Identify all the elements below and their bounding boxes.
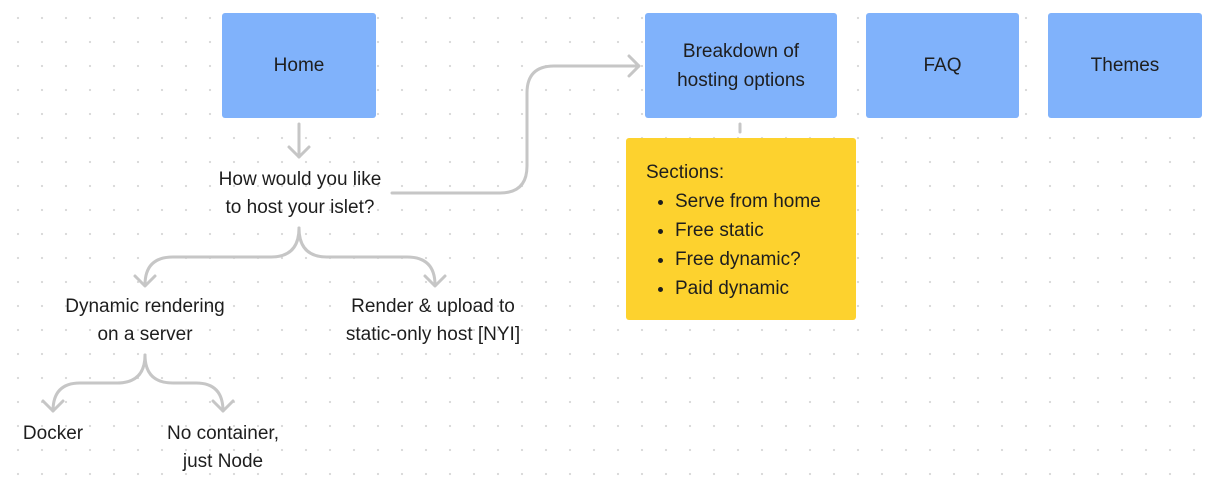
sections-list-item: Paid dynamic: [675, 274, 838, 303]
themes-node-label: Themes: [1090, 55, 1160, 76]
connector-question-to-dynamic: [143, 226, 301, 287]
arrowhead-docker: [41, 399, 65, 413]
dynamic-rendering-label: Dynamic rendering on a server: [65, 296, 225, 345]
hosting-options-node[interactable]: Breakdown of hosting options: [645, 13, 837, 118]
static-host-label: Render & upload to static-only host [NYI…: [345, 296, 521, 345]
question-label: How would you like to host your islet?: [218, 169, 382, 218]
sections-list: Serve from home Free static Free dynamic…: [646, 187, 838, 303]
arrowhead-question: [287, 145, 311, 159]
arrowhead-no-container: [211, 399, 235, 413]
hosting-options-node-label: Breakdown of hosting options: [677, 40, 805, 91]
sections-note-title: Sections:: [646, 162, 725, 183]
home-node[interactable]: Home: [222, 13, 376, 118]
sections-list-item: Free dynamic?: [675, 245, 838, 274]
docker-label: Docker: [22, 422, 84, 444]
arrowhead-static: [423, 274, 447, 288]
connector-question-to-hosting-options: [390, 64, 641, 195]
themes-node[interactable]: Themes: [1048, 13, 1202, 118]
faq-node-label: FAQ: [923, 55, 962, 76]
sections-list-item: Free static: [675, 216, 838, 245]
faq-node[interactable]: FAQ: [866, 13, 1019, 118]
connector-dynamic-to-no-container: [143, 353, 225, 413]
no-container-label: No container, just Node: [167, 423, 279, 472]
connector-dynamic-to-docker: [51, 353, 147, 413]
connector-question-to-static: [297, 226, 437, 287]
home-node-label: Home: [273, 55, 325, 76]
sections-list-item: Serve from home: [675, 187, 838, 216]
sections-sticky-note[interactable]: Sections: Serve from home Free static Fr…: [626, 138, 856, 320]
arrowhead-dynamic: [133, 274, 157, 288]
arrowhead-hosting-options: [627, 54, 641, 78]
